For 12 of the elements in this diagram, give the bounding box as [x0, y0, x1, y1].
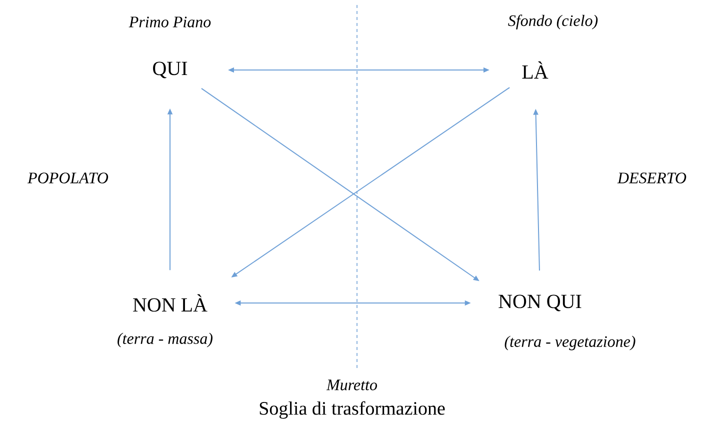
caption-text: (terra - massa) [118, 332, 212, 348]
label-text: Soglia di trasformazione [260, 401, 445, 419]
caption-text: Sfondo (cielo) [508, 14, 598, 30]
term-label: QUI [153, 62, 188, 78]
label-text: POPOLATO [27, 172, 108, 184]
caption-text: Primo Piano [128, 16, 211, 28]
term-label: NON LÀ [133, 294, 208, 312]
label-text: DESERTO [617, 172, 686, 184]
label-text: Muretto [326, 380, 378, 390]
term-label: LÀ [522, 61, 548, 79]
caption-text: (terra - vegetazione) [504, 336, 636, 350]
term-label: NON QUI [498, 294, 582, 312]
